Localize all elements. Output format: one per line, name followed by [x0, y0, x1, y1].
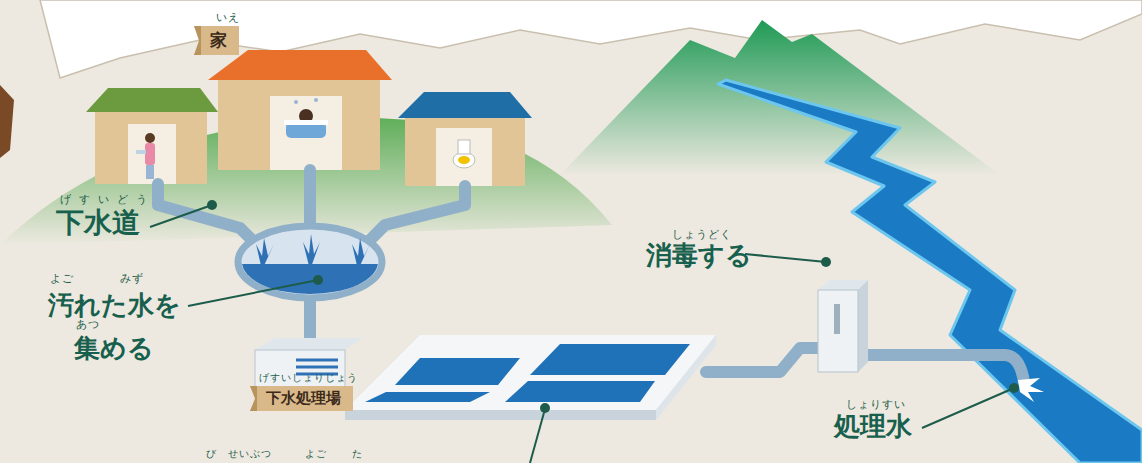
banner-text: 下水処理場 [266, 389, 341, 407]
furigana: た [352, 448, 363, 460]
furigana: げすいどう [60, 193, 155, 206]
callout-label: 消毒する [646, 240, 752, 271]
furigana: いえ [216, 11, 240, 24]
furigana: び [206, 448, 217, 460]
furigana: しょうどく [672, 228, 732, 241]
callout-label: 処理水 [834, 411, 912, 442]
furigana: よご [305, 448, 327, 460]
banner-text: 家 [210, 30, 227, 50]
furigana: あつ [76, 318, 100, 331]
furigana: みず [120, 272, 144, 285]
banner-label: 下水処理場 [250, 386, 353, 411]
furigana: しょりすい [846, 398, 906, 411]
callout-label: 下水道 [56, 206, 140, 240]
furigana: せいぶつ [228, 448, 272, 460]
callout-label: 汚れた水を 集める [44, 284, 184, 370]
furigana: げすいしょりじょう [259, 372, 358, 384]
banner-label: 家 [194, 26, 239, 55]
furigana: よご [50, 272, 74, 285]
